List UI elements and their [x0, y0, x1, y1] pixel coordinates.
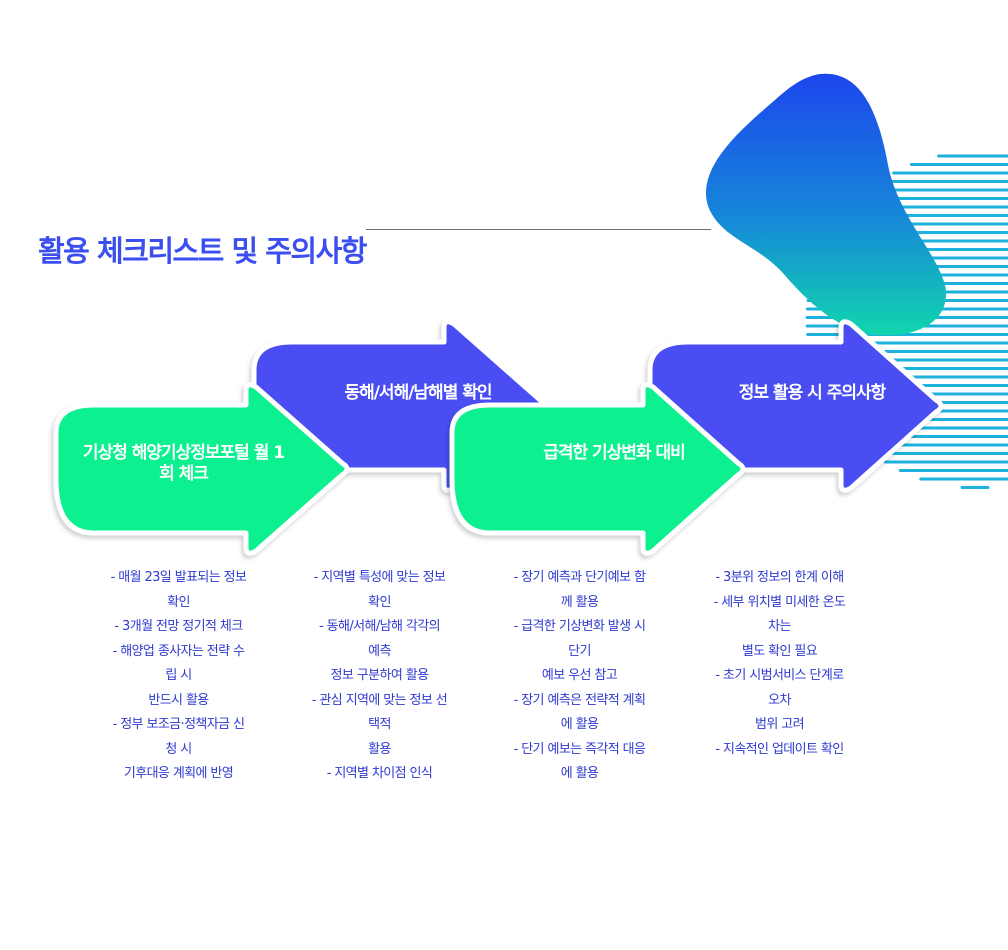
step-3-arrow: [449, 382, 746, 556]
note-line: - 급격한 기상변화 발생 시: [513, 619, 646, 634]
note-line: - 3개월 전망 정기적 체크: [114, 619, 243, 634]
note-line: 정보 구분하여 활용: [330, 668, 430, 683]
step-1-label: 기상청 해양기상정보포털 월 1회 체크: [82, 443, 285, 484]
note-line: - 지역별 특성에 맞는 정보: [313, 570, 446, 585]
note-line: 예보 우선 참고: [541, 668, 618, 683]
step-2-label: 동해/서해/남해별 확인: [344, 383, 492, 403]
note-line: - 해양업 종사자는 전략 수: [112, 643, 245, 659]
note-line: 택적: [368, 717, 391, 732]
note-line: - 정부 보조금·정책자금 신: [112, 717, 245, 732]
note-line: - 세부 위치별 미세한 온도: [713, 594, 846, 610]
note-line: 에 활용: [560, 717, 599, 732]
note-line: - 동해/서해/남해 각각의: [319, 619, 441, 634]
step-3-label: 급격한 기상변화 대비: [543, 443, 686, 463]
note-line: 반드시 활용: [148, 692, 209, 708]
note-line: 확인: [167, 594, 190, 610]
note-line: 께 활용: [560, 594, 599, 610]
note-line: 단기: [568, 643, 591, 659]
note-line: - 관심 지역에 맞는 정보 선: [311, 692, 448, 708]
note-line: 청 시: [165, 741, 192, 757]
note-line: 확인: [368, 594, 391, 610]
note-line: 립 시: [165, 668, 192, 683]
step-1-arrow: [53, 382, 350, 556]
page-title: 활용 체크리스트 및 주의사항: [38, 234, 367, 268]
note-line: 범위 고려: [755, 717, 805, 732]
note-line: 별도 확인 필요: [741, 643, 818, 659]
note-line: 기후대응 계획에 반영: [123, 766, 234, 781]
title-divider-line: [366, 229, 711, 230]
note-line: 예측: [368, 643, 391, 659]
note-line: - 지속적인 업데이트 확인: [715, 741, 844, 757]
note-line: - 매월 23일 발표되는 정보: [110, 570, 247, 585]
note-line: 활용: [368, 741, 391, 757]
note-line: - 장기 예측은 전략적 계획: [513, 692, 646, 708]
note-line: - 지역별 차이점 인식: [326, 766, 433, 781]
note-line: - 단기 예보는 즉각적 대응: [513, 741, 646, 757]
gradient-blob-shape: [705, 73, 947, 336]
note-line: - 초기 시범서비스 단계로: [715, 668, 844, 683]
note-line: - 3분위 정보의 한계 이해: [715, 570, 844, 585]
note-line: - 장기 예측과 단기예보 함: [513, 570, 646, 585]
step-4-label: 정보 활용 시 주의사항: [738, 383, 887, 403]
note-line: 오차: [768, 692, 791, 708]
note-line: 차는: [768, 619, 791, 634]
note-line: 에 활용: [560, 766, 599, 781]
